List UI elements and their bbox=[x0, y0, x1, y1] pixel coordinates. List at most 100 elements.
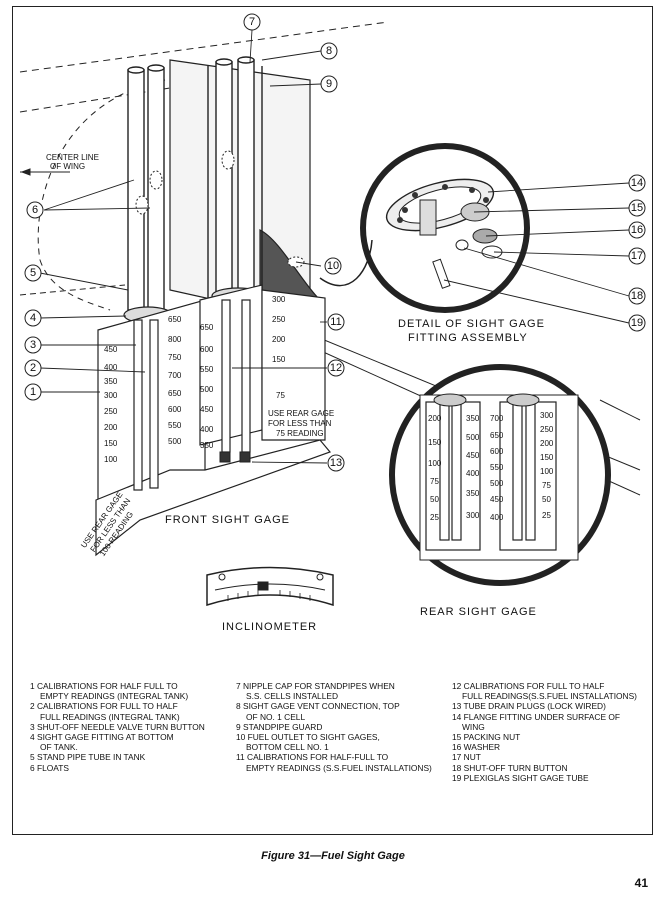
callout-12: 12 bbox=[327, 359, 345, 377]
svg-text:300: 300 bbox=[540, 411, 554, 420]
svg-text:200: 200 bbox=[540, 439, 554, 448]
legend-item: 4 SIGHT GAGE FITTING AT BOTTOM bbox=[30, 732, 174, 743]
svg-text:350: 350 bbox=[466, 414, 480, 423]
svg-text:11: 11 bbox=[330, 316, 341, 328]
front-sight-gage-label: FRONT SIGHT GAGE bbox=[165, 514, 290, 526]
callout-11: 11 bbox=[327, 313, 345, 331]
svg-text:250: 250 bbox=[104, 407, 118, 416]
callout-6: 6 bbox=[26, 201, 44, 219]
callout-1: 1 bbox=[24, 383, 42, 401]
callout-14: 14 bbox=[628, 174, 646, 192]
legend-item: 10 FUEL OUTLET TO SIGHT GAGES, bbox=[236, 732, 380, 743]
legend-column-1: 1 CALIBRATIONS FOR HALF FULL TO EMPTY RE… bbox=[30, 681, 220, 773]
svg-text:10: 10 bbox=[327, 260, 339, 272]
calibration-board-right bbox=[261, 289, 326, 441]
legend-item: 16 WASHER bbox=[452, 742, 501, 753]
legend-item: 2 CALIBRATIONS FOR FULL TO HALF bbox=[30, 701, 178, 712]
callout-18: 18 bbox=[628, 287, 646, 305]
legend-item: 14 FLANGE FITTING UNDER SURFACE OF bbox=[452, 711, 620, 722]
svg-text:600: 600 bbox=[490, 447, 504, 456]
legend-item: 1 CALIBRATIONS FOR HALF FULL TO bbox=[30, 681, 178, 691]
callout-3: 3 bbox=[24, 336, 42, 354]
svg-text:300: 300 bbox=[272, 295, 286, 304]
legend-item: 8 SIGHT GAGE VENT CONNECTION, TOP bbox=[236, 701, 400, 712]
callout-10: 10 bbox=[324, 257, 342, 275]
svg-text:15: 15 bbox=[631, 202, 643, 214]
svg-text:75 READING: 75 READING bbox=[276, 429, 324, 438]
detail-title-1: DETAIL OF SIGHT GAGE bbox=[398, 318, 545, 330]
figure-frame bbox=[12, 6, 653, 835]
svg-text:16: 16 bbox=[631, 224, 643, 236]
svg-text:FOR LESS THAN: FOR LESS THAN bbox=[268, 419, 332, 428]
legend-item: FULL READINGS(S.S.FUEL INSTALLATIONS) bbox=[462, 691, 637, 702]
svg-text:550: 550 bbox=[490, 463, 504, 472]
svg-text:14: 14 bbox=[631, 177, 643, 189]
svg-text:OF WING: OF WING bbox=[50, 162, 85, 171]
tube-drain-plug bbox=[219, 451, 231, 463]
scale-left-label: 450 bbox=[104, 345, 118, 354]
legend-item: 6 FLOATS bbox=[30, 762, 69, 773]
legend-item: 7 NIPPLE CAP FOR STANDPIPES WHEN bbox=[236, 681, 395, 691]
callout-19: 19 bbox=[628, 314, 646, 332]
svg-text:100: 100 bbox=[104, 455, 118, 464]
svg-text:25: 25 bbox=[542, 511, 551, 520]
svg-text:350: 350 bbox=[104, 377, 118, 386]
page-number: 41 bbox=[634, 876, 648, 890]
legend-item: EMPTY READINGS (S.S.FUEL INSTALLATIONS) bbox=[246, 762, 432, 773]
legend-item: WING bbox=[462, 721, 485, 732]
svg-text:150: 150 bbox=[428, 438, 442, 447]
inclinometer-label: INCLINOMETER bbox=[222, 621, 317, 633]
svg-text:800: 800 bbox=[168, 335, 182, 344]
legend-item: 3 SHUT-OFF NEEDLE VALVE TURN BUTTON bbox=[30, 721, 205, 732]
svg-text:200: 200 bbox=[272, 335, 286, 344]
center-line-label: CENTER LINE bbox=[46, 153, 99, 162]
legend-item: 13 TUBE DRAIN PLUGS (LOCK WIRED) bbox=[452, 701, 606, 712]
svg-text:400: 400 bbox=[466, 469, 480, 478]
legend-item: 11 CALIBRATIONS FOR HALF-FULL TO bbox=[236, 752, 389, 763]
legend-item: 12 CALIBRATIONS FOR FULL TO HALF bbox=[452, 681, 605, 691]
svg-text:8: 8 bbox=[326, 45, 332, 57]
svg-text:250: 250 bbox=[272, 315, 286, 324]
svg-text:400: 400 bbox=[490, 513, 504, 522]
legend-item: 9 STANDPIPE GUARD bbox=[236, 721, 323, 732]
svg-text:7: 7 bbox=[249, 16, 255, 28]
detail-title-2: FITTING ASSEMBLY bbox=[408, 332, 528, 344]
svg-text:700: 700 bbox=[490, 414, 504, 423]
svg-text:25: 25 bbox=[430, 513, 439, 522]
svg-text:100: 100 bbox=[428, 459, 442, 468]
legend-item: S.S. CELLS INSTALLED bbox=[246, 691, 339, 702]
svg-text:4: 4 bbox=[30, 312, 36, 324]
svg-text:18: 18 bbox=[631, 290, 643, 302]
svg-text:75: 75 bbox=[542, 481, 551, 490]
svg-text:450: 450 bbox=[200, 405, 214, 414]
svg-text:13: 13 bbox=[330, 457, 342, 469]
svg-text:650: 650 bbox=[200, 323, 214, 332]
svg-text:550: 550 bbox=[168, 421, 182, 430]
svg-text:400: 400 bbox=[200, 425, 214, 434]
svg-text:300: 300 bbox=[466, 511, 480, 520]
svg-text:200: 200 bbox=[428, 414, 442, 423]
svg-text:2: 2 bbox=[30, 362, 36, 374]
svg-text:600: 600 bbox=[200, 345, 214, 354]
svg-text:750: 750 bbox=[168, 353, 182, 362]
svg-text:5: 5 bbox=[30, 267, 36, 279]
svg-text:650: 650 bbox=[168, 315, 182, 324]
callout-2: 2 bbox=[24, 359, 42, 377]
callout-8: 8 bbox=[320, 42, 338, 60]
legend-column-3: 12 CALIBRATIONS FOR FULL TO HALF FULL RE… bbox=[452, 681, 647, 783]
svg-text:12: 12 bbox=[330, 362, 342, 374]
svg-text:19: 19 bbox=[631, 317, 643, 329]
svg-text:450: 450 bbox=[490, 495, 504, 504]
callout-16: 16 bbox=[628, 221, 646, 239]
legend-item: EMPTY READINGS (INTEGRAL TANK) bbox=[40, 691, 189, 702]
svg-text:500: 500 bbox=[200, 385, 214, 394]
svg-text:3: 3 bbox=[30, 339, 36, 351]
callout-9: 9 bbox=[320, 75, 338, 93]
callout-15: 15 bbox=[628, 199, 646, 217]
svg-text:50: 50 bbox=[542, 495, 551, 504]
svg-text:150: 150 bbox=[104, 439, 118, 448]
svg-text:350: 350 bbox=[200, 441, 214, 450]
legend-item: 17 NUT bbox=[452, 752, 481, 763]
svg-text:550: 550 bbox=[200, 365, 214, 374]
